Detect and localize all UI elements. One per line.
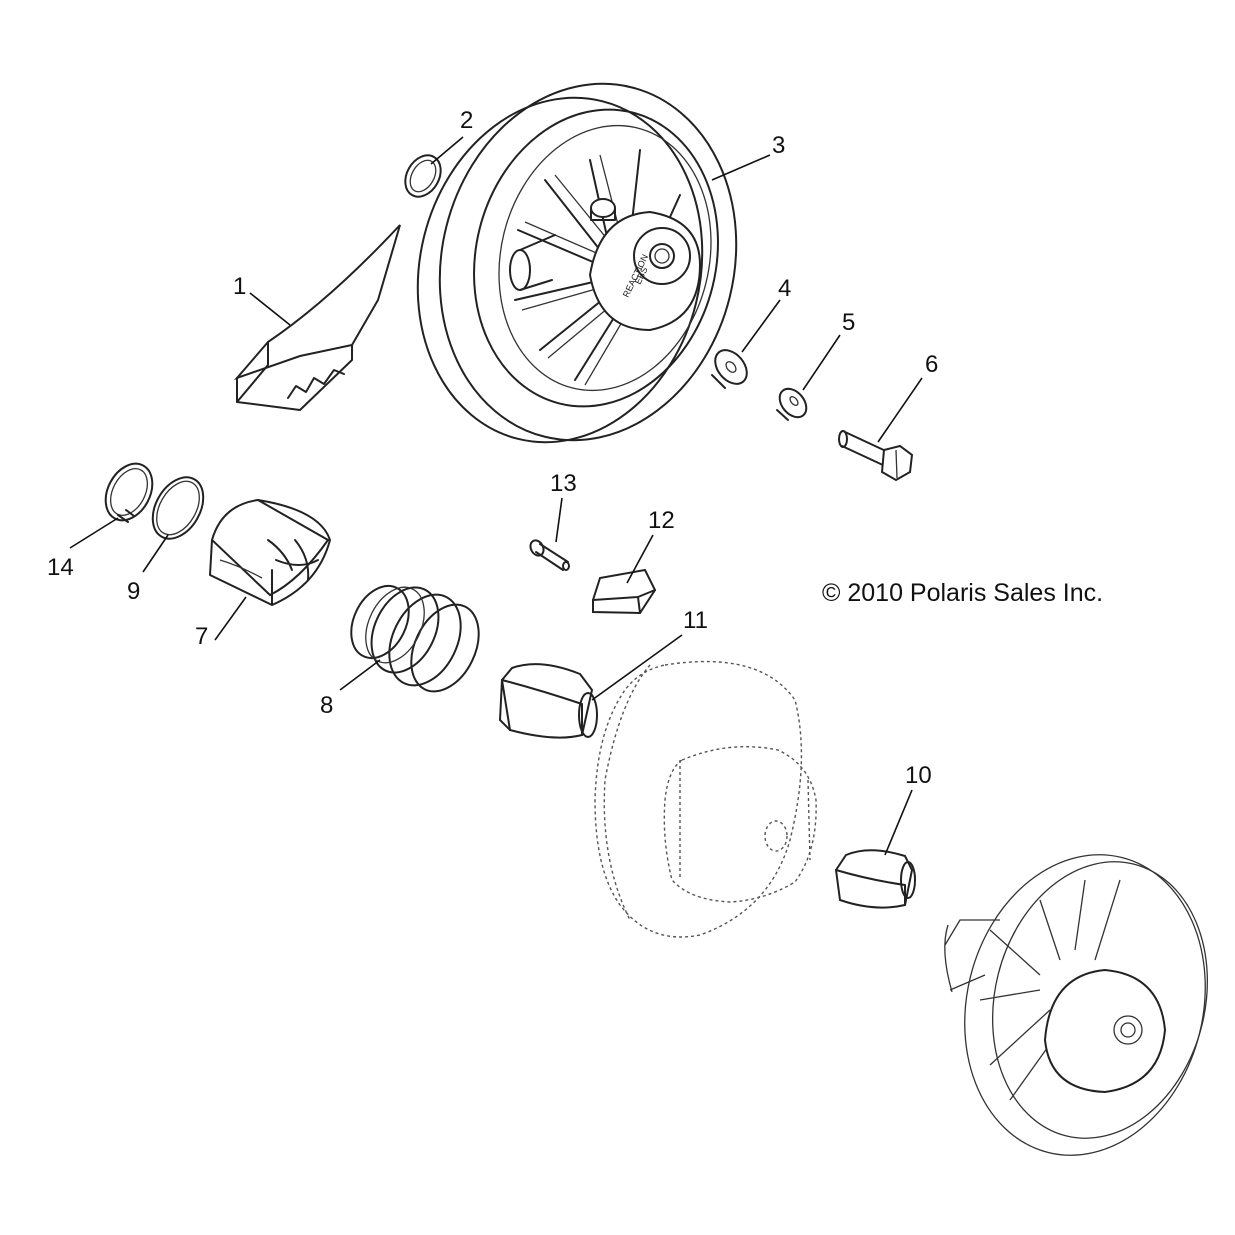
callout-13[interactable]: 13 bbox=[550, 470, 577, 497]
part-flat-washer[interactable] bbox=[709, 344, 753, 390]
ghost-stationary-sheave bbox=[594, 660, 817, 938]
part-driven-clutch-sheave[interactable]: REACTION EBS bbox=[382, 52, 773, 473]
part-drive-belt[interactable] bbox=[233, 224, 401, 411]
leader-lines bbox=[69, 136, 923, 856]
part-o-ring[interactable] bbox=[398, 149, 448, 203]
part-bushing-small[interactable] bbox=[834, 849, 916, 909]
part-ring-shim[interactable] bbox=[142, 468, 213, 547]
part-wedge-button[interactable] bbox=[592, 568, 657, 615]
callout-4[interactable]: 4 bbox=[778, 275, 791, 302]
callout-7[interactable]: 7 bbox=[195, 623, 208, 650]
callout-14[interactable]: 14 bbox=[47, 554, 74, 581]
part-pin[interactable] bbox=[528, 538, 570, 571]
part-helix-cam[interactable] bbox=[209, 498, 331, 606]
copyright-notice: © 2010 Polaris Sales Inc. bbox=[822, 579, 1103, 607]
callout-3[interactable]: 3 bbox=[772, 132, 785, 159]
callout-1[interactable]: 1 bbox=[233, 273, 246, 300]
part-spring[interactable] bbox=[340, 576, 492, 702]
part-snap-ring[interactable] bbox=[96, 456, 161, 529]
callout-numbers: 1 2 3 4 5 6 7 8 9 10 11 12 13 14 bbox=[47, 107, 938, 789]
callout-9[interactable]: 9 bbox=[127, 578, 140, 605]
callout-2[interactable]: 2 bbox=[460, 107, 473, 134]
part-lock-washer[interactable] bbox=[774, 384, 811, 423]
callout-10[interactable]: 10 bbox=[905, 762, 932, 789]
callout-12[interactable]: 12 bbox=[648, 507, 675, 534]
part-bushing-large[interactable] bbox=[499, 663, 598, 739]
ghost-fixed-sheave-assembly bbox=[944, 854, 1209, 1156]
callout-8[interactable]: 8 bbox=[320, 692, 333, 719]
callout-11[interactable]: 11 bbox=[683, 607, 708, 634]
callout-5[interactable]: 5 bbox=[842, 309, 855, 336]
callout-6[interactable]: 6 bbox=[925, 351, 938, 378]
part-hex-bolt[interactable] bbox=[838, 430, 914, 482]
